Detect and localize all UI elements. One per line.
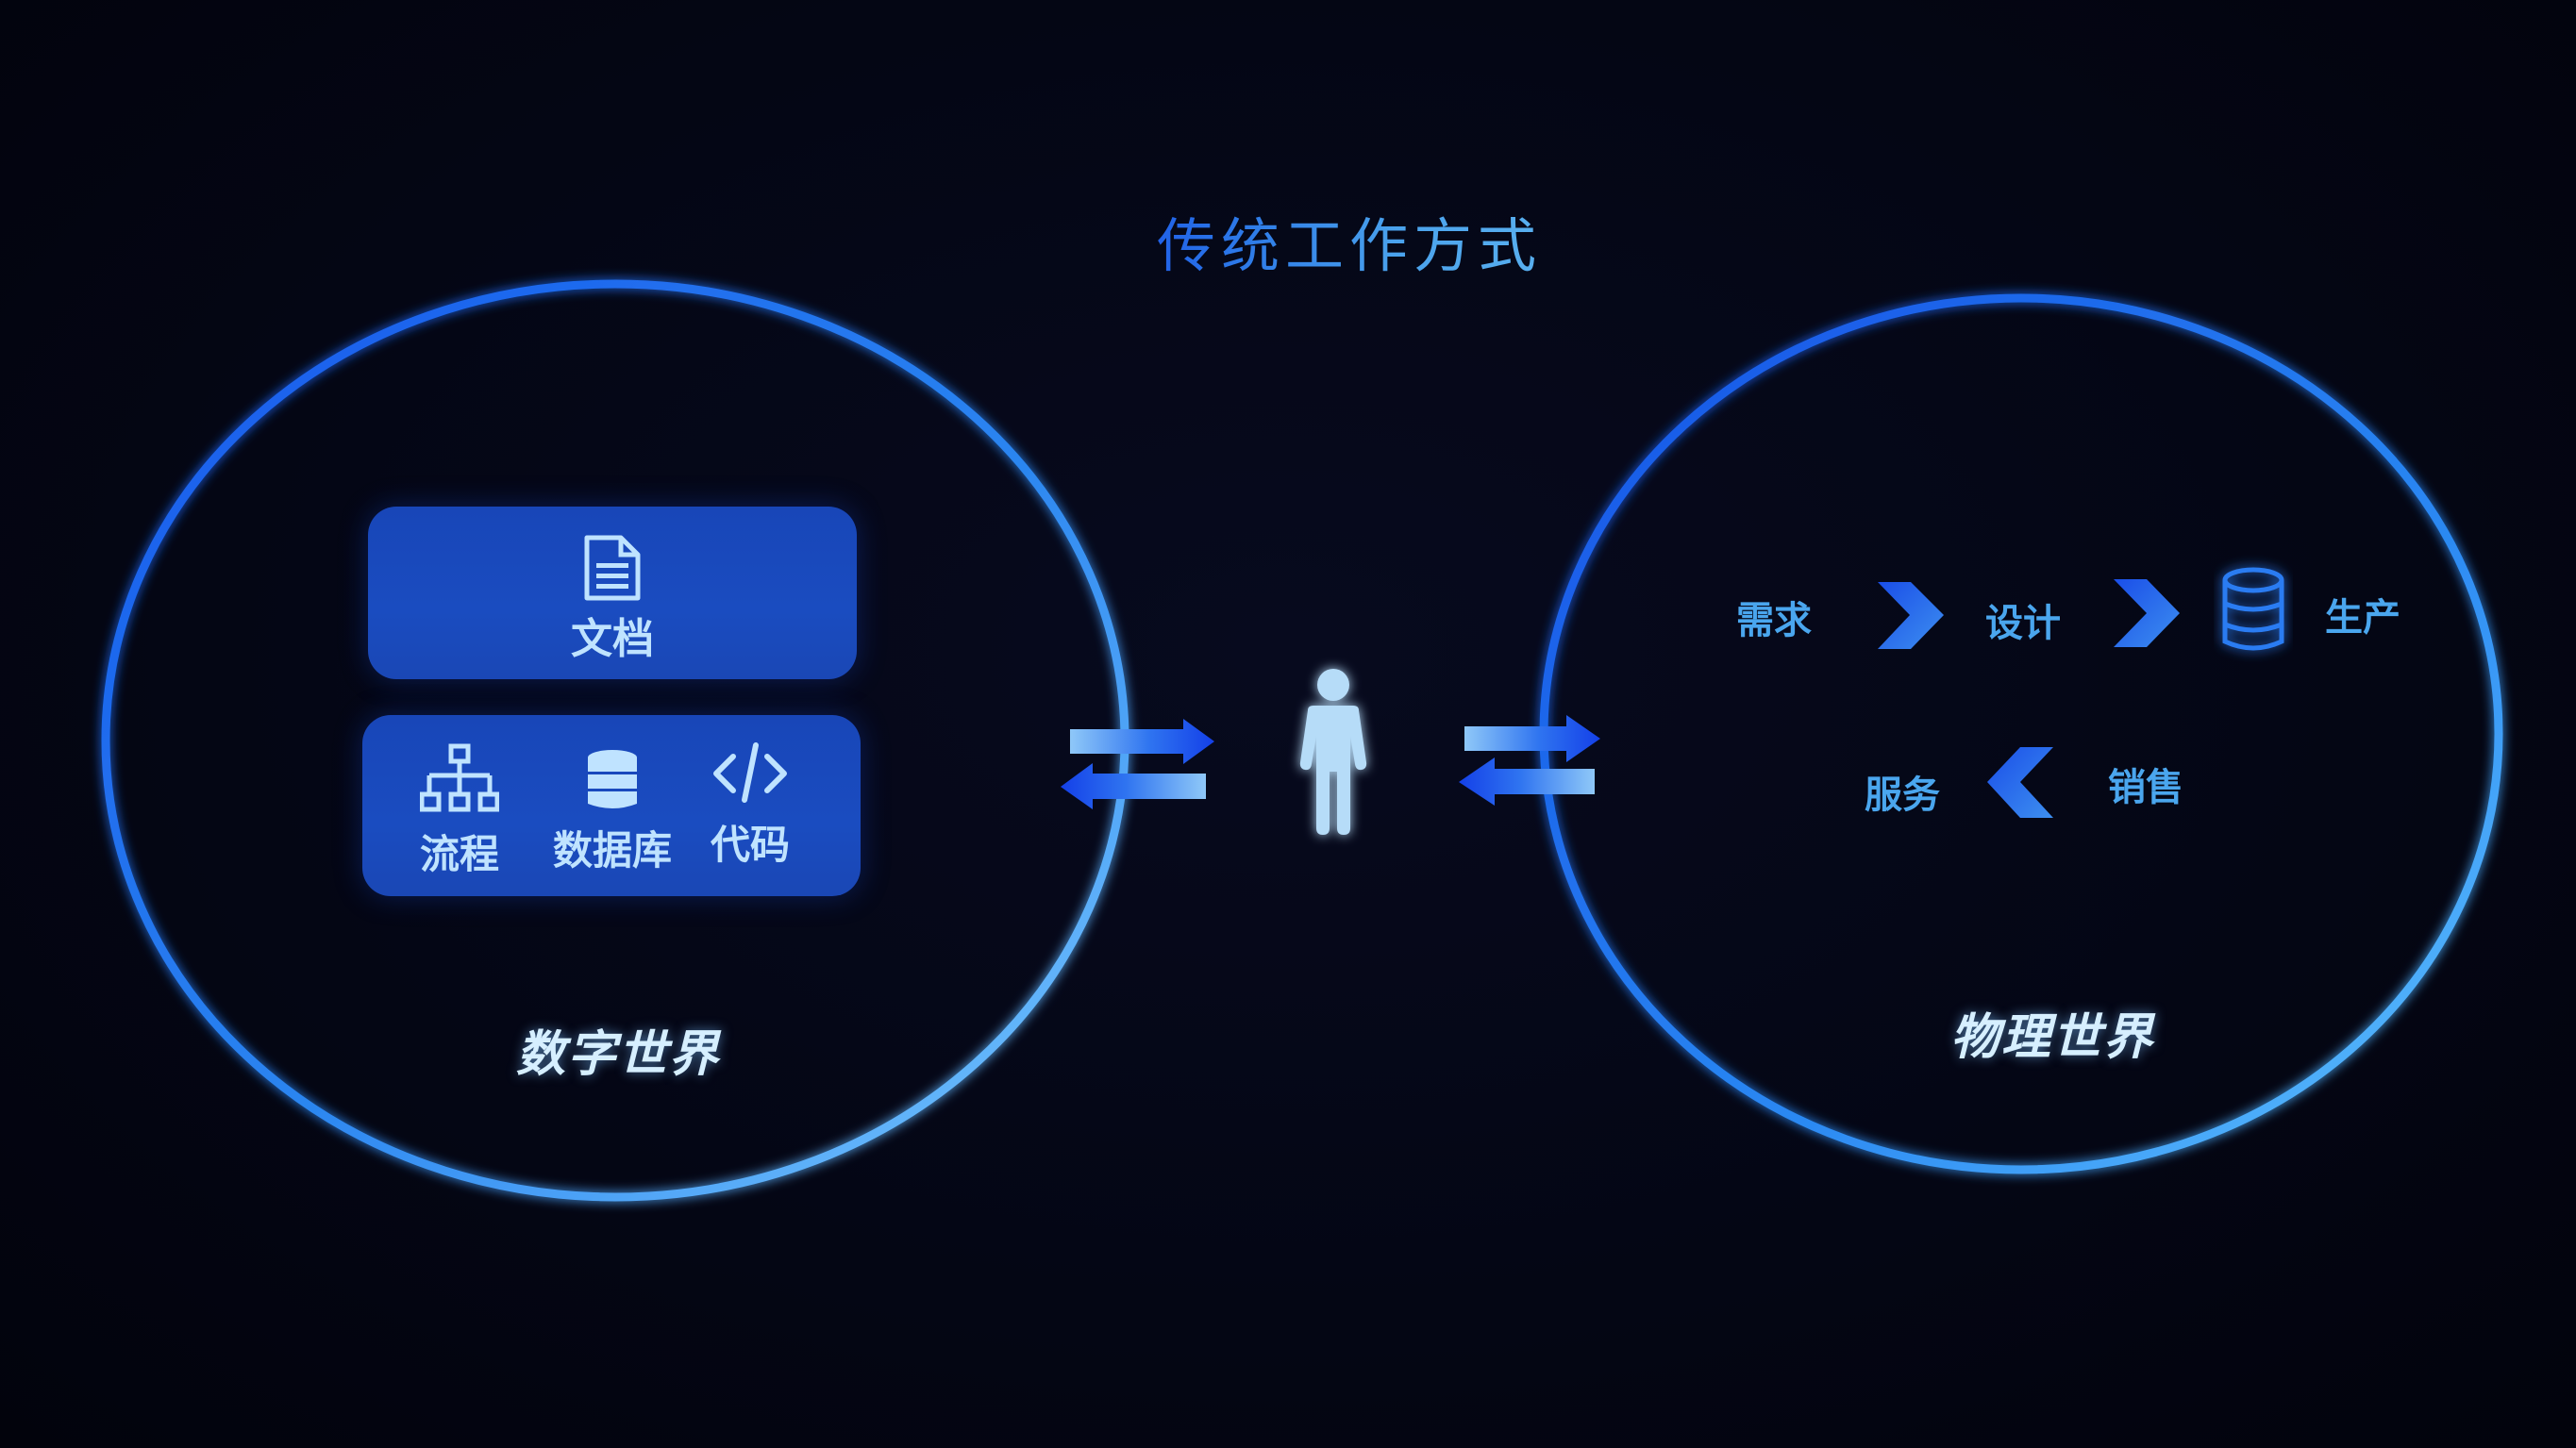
chevron-left-icon	[1987, 747, 2053, 818]
documents-label: 文档	[571, 615, 654, 663]
database-outline-icon	[2222, 567, 2284, 651]
physical-world-caption: 物理世界	[1949, 1009, 2154, 1066]
code-item: 代码	[670, 740, 830, 871]
flowchart-item: 流程	[379, 743, 540, 880]
person-icon	[1299, 669, 1367, 835]
code-icon	[713, 742, 787, 803]
database-item: 数据库	[532, 743, 693, 876]
flowchart-label: 流程	[419, 831, 499, 877]
page-title: 传统工作方式	[1113, 198, 1585, 283]
flow-step-requirements: 需求	[1736, 599, 1812, 642]
assets-card: 流程 数据库 代码	[362, 715, 861, 896]
chevron-right-icon	[1878, 582, 1944, 649]
code-label: 代码	[710, 822, 790, 868]
flow-step-service: 服务	[1865, 774, 1940, 817]
right-exchange-arrows-icon	[1459, 715, 1600, 806]
document-icon	[584, 535, 641, 601]
flow-step-design: 设计	[1985, 602, 2061, 645]
database-icon	[588, 750, 637, 808]
digital-world-caption: 数字世界	[515, 1026, 720, 1083]
flowchart-icon	[420, 743, 499, 812]
chevron-right-icon	[2114, 579, 2180, 647]
flow-step-sales: 销售	[2108, 766, 2183, 809]
flow-step-production: 生产	[2325, 596, 2400, 640]
documents-card: 文档	[368, 507, 857, 679]
database-label: 数据库	[552, 827, 672, 874]
left-exchange-arrows-icon	[1061, 719, 1214, 809]
